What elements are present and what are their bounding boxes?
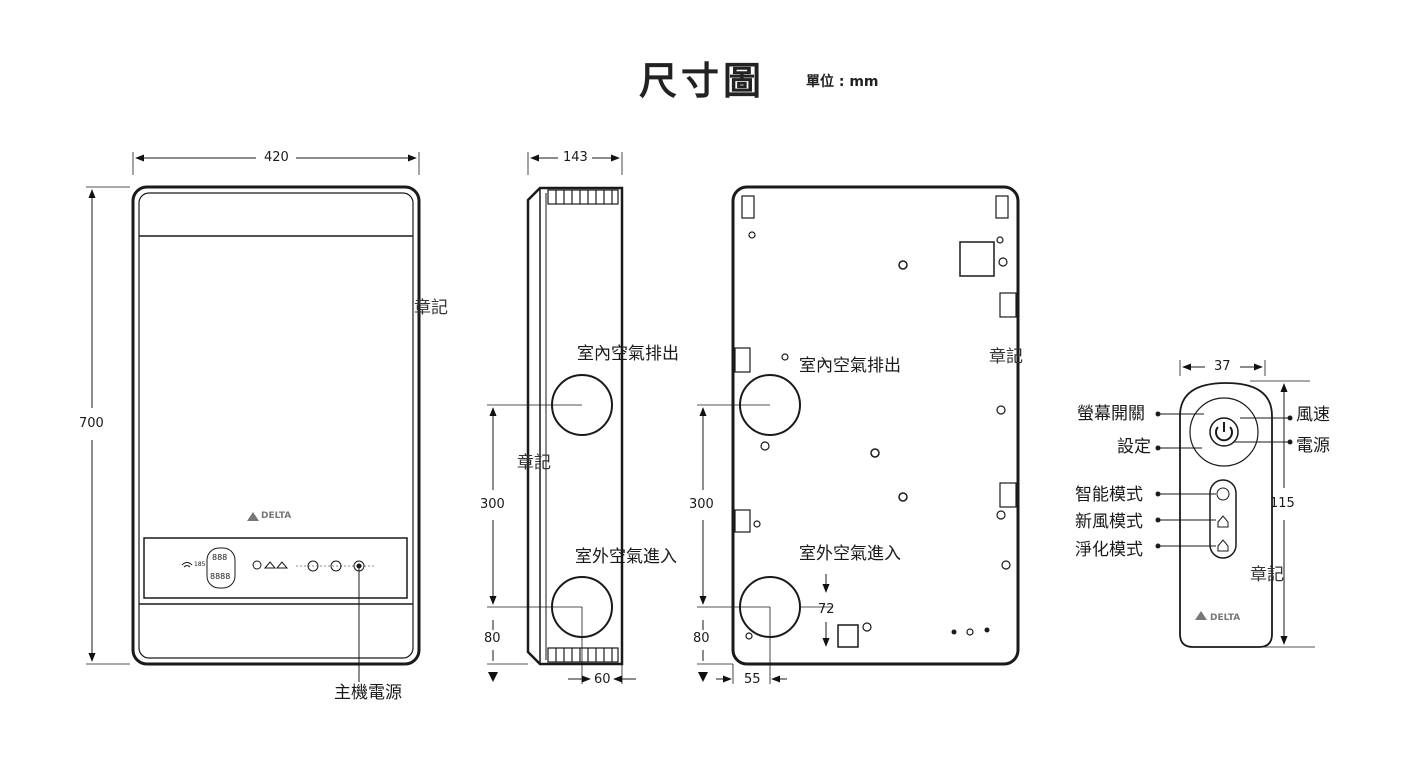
remote-dial (1189, 397, 1259, 467)
dim-80-arrow (488, 672, 498, 682)
back-dim-55: 55 (744, 672, 761, 687)
display-top: 888 (212, 553, 228, 562)
wifi-icon (181, 562, 193, 568)
mount-slot-left (741, 195, 755, 219)
page-title: 尺寸圖 (639, 59, 766, 103)
remote-brand: DELTA (1210, 613, 1241, 623)
side-bottom-vents (547, 647, 619, 663)
hole (753, 520, 761, 528)
hole (781, 353, 789, 361)
watermark: 章記 (414, 298, 448, 318)
back-view (697, 185, 1020, 684)
callout-dot (1155, 491, 1161, 497)
side-dim-300: 300 (480, 497, 505, 512)
hole (870, 448, 880, 458)
display-small: 185 (194, 561, 206, 568)
hole (898, 260, 908, 270)
hole (966, 628, 974, 636)
remote-body (1179, 382, 1273, 648)
unit-label: 單位 : mm (806, 74, 879, 90)
watermark: 章記 (989, 347, 1023, 367)
mount-slot-right (995, 195, 1009, 219)
side-intake-label: 室外空氣進入 (575, 547, 677, 567)
front-inner-panel (138, 192, 414, 659)
callout-dot (1155, 411, 1161, 417)
back-dim-300: 300 (689, 497, 714, 512)
callout-dot (1155, 543, 1161, 549)
auto-mode-icon (252, 560, 262, 570)
remote-power-label: 電源 (1296, 436, 1330, 456)
remote-dim-115: 115 (1270, 496, 1295, 511)
watermark: 章記 (517, 453, 551, 473)
front-brand: DELTA (261, 511, 292, 521)
hole (862, 622, 872, 632)
front-view (86, 152, 421, 682)
hole (996, 510, 1006, 520)
remote-smart-label: 智能模式 (1075, 485, 1143, 505)
back-connector-box (959, 241, 995, 277)
side-view (487, 152, 636, 684)
remote-purify-label: 淨化模式 (1075, 540, 1143, 560)
home-fresh-icon (275, 561, 289, 569)
dim-80-arrow (698, 672, 708, 682)
hole (898, 492, 908, 502)
remote-fan-label: 風速 (1296, 405, 1330, 425)
callout-dot (1155, 517, 1161, 523)
remote-fresh-label: 新風模式 (1075, 512, 1143, 532)
display-bottom: 8888 (210, 572, 231, 581)
remote-settings-label: 設定 (1117, 437, 1151, 457)
side-tab (734, 347, 751, 373)
callout-dot (1155, 445, 1161, 451)
remote-mode-buttons (1209, 479, 1237, 559)
dim-label-143: 143 (563, 150, 588, 165)
callout-dot (1287, 415, 1293, 421)
dim-label-420: 420 (264, 150, 289, 165)
hole (996, 405, 1006, 415)
hole (996, 236, 1004, 244)
hole (984, 627, 990, 633)
back-exhaust-label: 室內空氣排出 (799, 356, 901, 376)
remote-dim-37: 37 (1214, 359, 1231, 374)
side-tab (734, 509, 751, 533)
hole (1001, 560, 1011, 570)
home-icon (263, 561, 277, 569)
back-cable-clip (837, 624, 859, 648)
watermark: 章記 (1250, 565, 1284, 585)
purify-mode-icon (1217, 539, 1229, 552)
dim-label-700: 700 (79, 416, 104, 431)
side-dim-60: 60 (594, 672, 611, 687)
remote-logo-icon (1195, 611, 1207, 620)
hole (745, 632, 753, 640)
delta-logo-icon (247, 512, 259, 521)
hole (951, 629, 957, 635)
front-display-ring (206, 547, 236, 589)
side-tab (999, 292, 1017, 318)
smart-mode-icon (1216, 487, 1230, 501)
back-panel (731, 185, 1020, 666)
hole (760, 441, 770, 451)
back-intake-label: 室外空氣進入 (799, 544, 901, 564)
remote-power-button (1209, 417, 1239, 447)
back-dim-72: 72 (818, 602, 835, 617)
hole (748, 231, 756, 239)
side-top-vents (547, 189, 619, 205)
power-label: 主機電源 (334, 683, 402, 703)
remote-screen-label: 螢幕開關 (1077, 404, 1145, 424)
remote-view (1155, 360, 1315, 648)
power-icon (1215, 426, 1233, 442)
front-outer-panel (131, 185, 421, 666)
side-dim-80: 80 (484, 631, 501, 646)
callout-dot (1287, 439, 1293, 445)
side-exhaust-label: 室內空氣排出 (577, 344, 679, 364)
back-dim-80: 80 (693, 631, 710, 646)
fresh-mode-icon (1217, 515, 1229, 528)
hole (998, 257, 1008, 267)
front-control-panel (143, 537, 408, 599)
side-tab (999, 482, 1017, 508)
